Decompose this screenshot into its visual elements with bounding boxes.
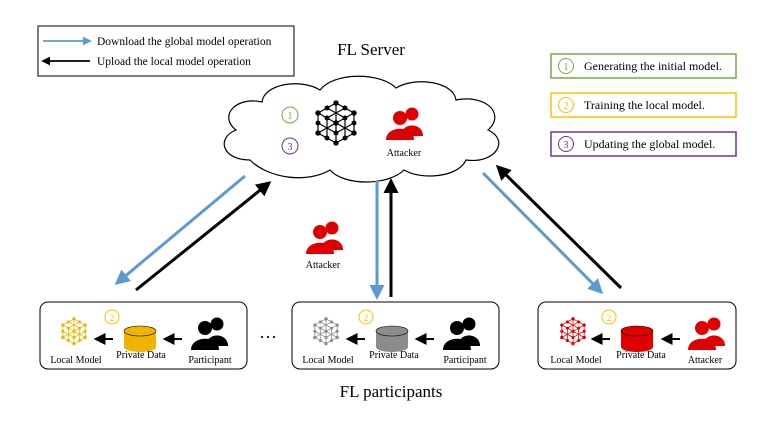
middle-attacker-label: Attacker [306, 260, 341, 271]
step-1-label: Generating the initial model. [584, 59, 722, 73]
download-legend-label: Download the global model operation [97, 36, 272, 48]
ellipsis: ··· [259, 327, 277, 347]
client-2-data-label: Private Data [369, 350, 419, 361]
legend-box: Download the global model operation Uplo… [37, 25, 295, 77]
client-3-model-label: Local Model [550, 355, 602, 366]
step-3-box: 3 Updating the global model. [550, 131, 737, 157]
client-2-model-label: Local Model [302, 355, 354, 366]
upload-arrow-left [135, 181, 272, 292]
client-1-model-label: Local Model [50, 355, 102, 366]
client-2-user-label: Participant [443, 355, 487, 366]
participants-title: FL participants [340, 382, 443, 401]
private-data-icon [123, 325, 157, 353]
client-1-step-number: 2 [110, 313, 115, 323]
client-2-step-number: 2 [364, 313, 369, 323]
client-3-step-number: 2 [607, 313, 612, 323]
step-2-label: Training the local model. [584, 98, 705, 112]
step-1-box: 1 Generating the initial model. [550, 53, 737, 79]
client-3-box: 2 Local Model Private Data Attacker [537, 301, 737, 370]
server-step-3-number: 3 [288, 142, 293, 153]
download-arrow-right [481, 171, 604, 295]
private-data-icon [620, 325, 654, 353]
step-3-label: Updating the global model. [584, 137, 715, 151]
middle-attacker-icon [306, 221, 343, 254]
server-cloud [223, 75, 500, 183]
upload-arrow-right [495, 164, 623, 290]
step-1-number: 1 [564, 62, 569, 73]
client-1-user-label: Participant [188, 355, 232, 366]
client-3-user-label: Attacker [688, 355, 723, 366]
client-1-box: 2 Local Model Private Data Participant [39, 301, 248, 370]
step-3-number: 3 [564, 140, 569, 151]
server-title: FL Server [337, 40, 405, 59]
upload-legend-label: Upload the local model operation [97, 56, 251, 68]
client-1-data-label: Private Data [116, 350, 166, 361]
client-3-data-label: Private Data [616, 350, 666, 361]
download-arrow-left [114, 174, 246, 285]
server-attacker-label: Attacker [387, 148, 422, 159]
private-data-icon [375, 325, 409, 353]
step-2-box: 2 Training the local model. [550, 92, 737, 118]
step-2-number: 2 [564, 101, 569, 112]
client-2-box: 2 Local Model Private Data Participant [291, 301, 500, 370]
server-step-1-number: 1 [288, 111, 293, 122]
